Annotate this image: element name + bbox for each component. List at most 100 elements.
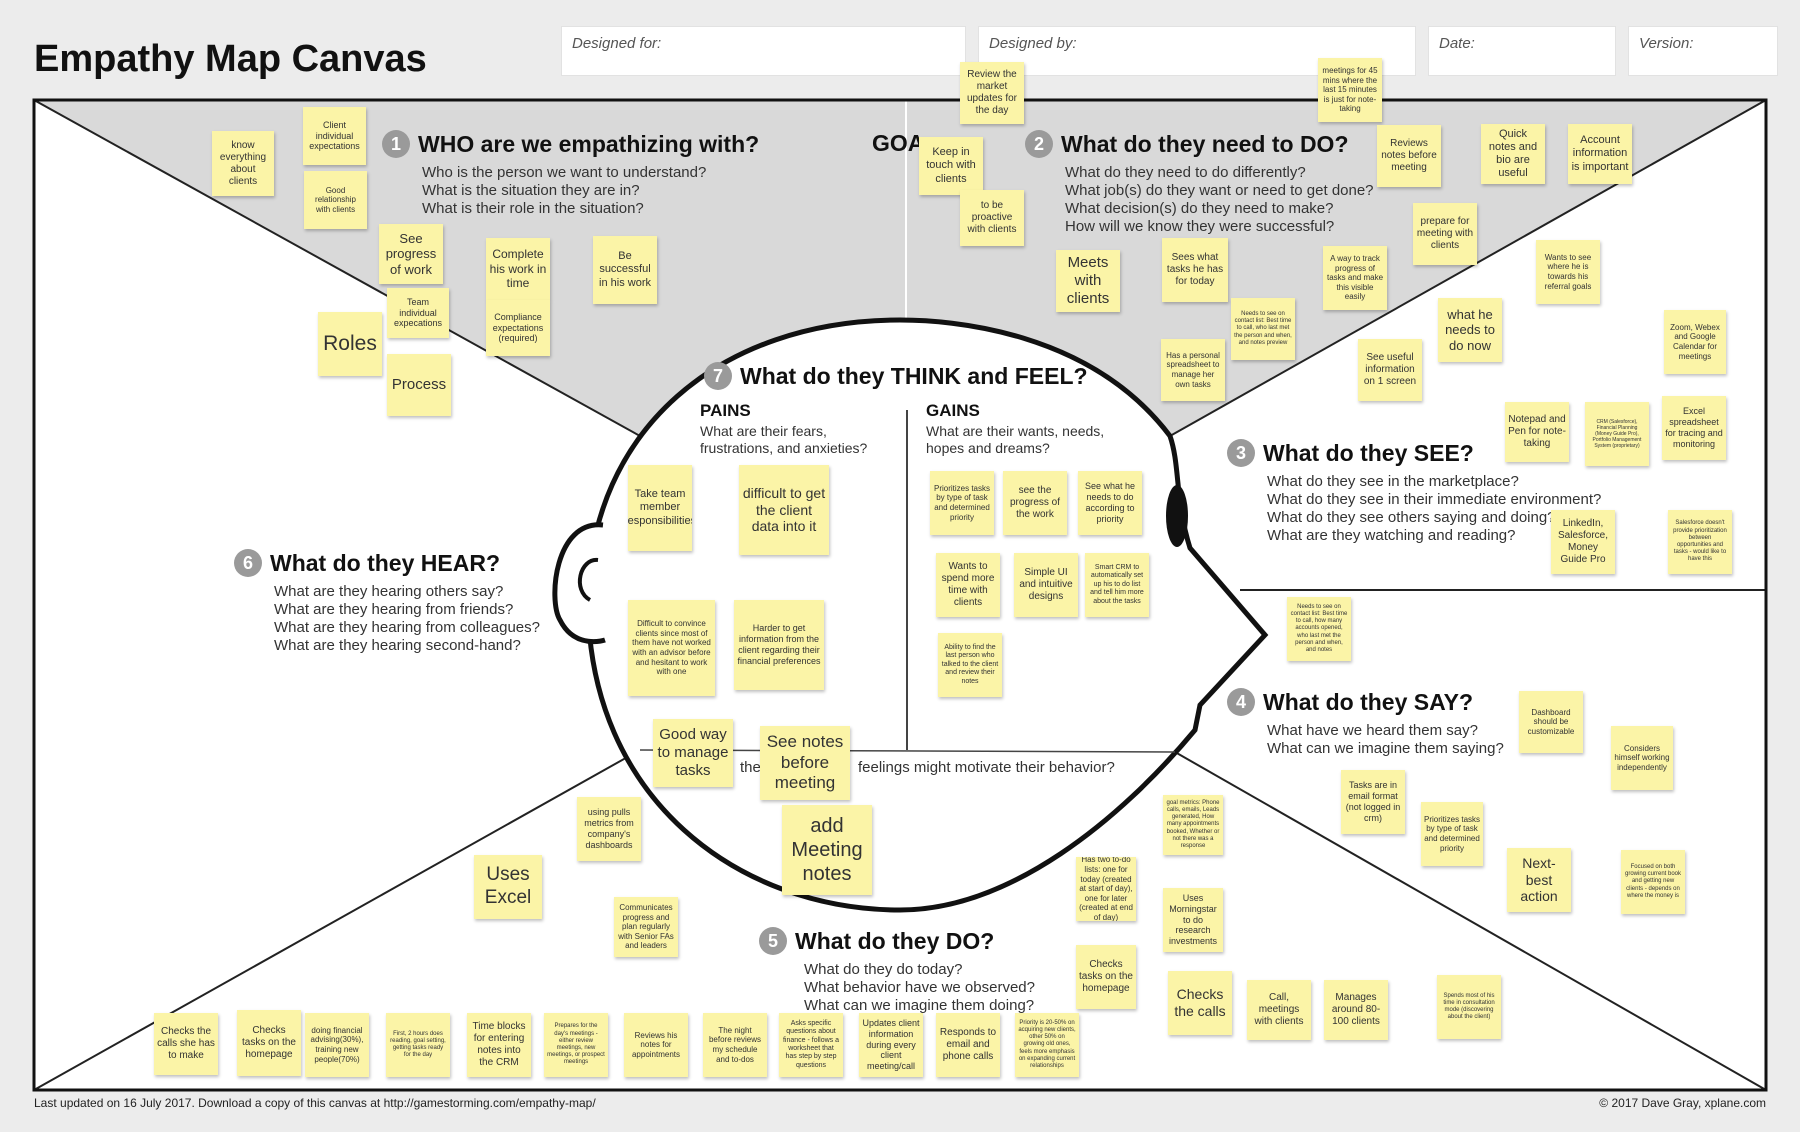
sticky-note[interactable]: Needs to see on contact list: Best time …	[1231, 298, 1295, 360]
sticky-note[interactable]: Checks the calls she has to make	[154, 1013, 218, 1075]
sticky-note[interactable]: difficult to get the client data into it	[739, 465, 829, 555]
sticky-note[interactable]: Focused on both growing current book and…	[1621, 850, 1685, 914]
sticky-note[interactable]: Keep in touch with clients	[919, 137, 983, 195]
sticky-note[interactable]: Quick notes and bio are useful	[1481, 124, 1545, 184]
sticky-note[interactable]: doing financial advising(30%), training …	[305, 1013, 369, 1077]
section-question: What do they do today?	[804, 961, 963, 978]
sticky-note[interactable]: Spends most of his time in consultation …	[1437, 975, 1501, 1039]
sticky-note[interactable]: Needs to see on contact list: Best time …	[1287, 597, 1351, 661]
section-question: What is their role in the situation?	[422, 200, 644, 217]
top-region-shading	[34, 100, 1766, 436]
sticky-note[interactable]: Smart CRM to automatically set up his to…	[1085, 553, 1149, 617]
section-number: 5	[759, 927, 787, 955]
sticky-note[interactable]: what he needs to do now	[1438, 298, 1502, 362]
gains-title: GAINS	[926, 401, 980, 420]
section-question: What can we imagine them saying?	[1267, 740, 1504, 757]
sticky-note[interactable]: See what he needs to do according to pri…	[1078, 471, 1142, 535]
footer-credit-right: © 2017 Dave Gray, xplane.com	[1599, 1096, 1766, 1110]
sticky-note[interactable]: Tasks are in email format (not logged in…	[1341, 770, 1405, 834]
sticky-note[interactable]: Sees what tasks he has for today	[1162, 238, 1228, 302]
section-question: What decision(s) do they need to make?	[1065, 200, 1334, 217]
sticky-note[interactable]: See progress of work	[379, 224, 443, 284]
section-question: How will we know they were successful?	[1065, 218, 1335, 235]
sticky-note[interactable]: Manages around 80-100 clients	[1324, 980, 1388, 1040]
sticky-note[interactable]: Updates client information during every …	[859, 1013, 923, 1077]
sticky-note[interactable]: Checks tasks on the homepage	[1076, 945, 1136, 1009]
sticky-note[interactable]: prepare for meeting with clients	[1413, 203, 1477, 265]
sticky-note[interactable]: Checks tasks on the homepage	[237, 1010, 301, 1076]
sticky-note[interactable]: Compliance expectations (required)	[486, 300, 550, 356]
sticky-note[interactable]: Reviews his notes for appointments	[624, 1013, 688, 1077]
sticky-note[interactable]: Be successful in his work	[593, 236, 657, 304]
eye	[1166, 485, 1188, 547]
sticky-note[interactable]: Uses Morningstar to do research investme…	[1163, 888, 1223, 952]
sticky-note[interactable]: Take team member responsibilities	[628, 465, 692, 551]
sticky-note[interactable]: Client individual expectations	[303, 107, 366, 165]
sticky-note[interactable]: Dashboard should be customizable	[1519, 691, 1583, 753]
sticky-note[interactable]: Difficult to convince clients since most…	[628, 600, 715, 696]
section-question: What are they watching and reading?	[1267, 527, 1516, 544]
sticky-note[interactable]: Salesforce doesn't provide prioritizatio…	[1668, 510, 1732, 574]
sticky-note[interactable]: Prepares for the day's meetings - either…	[544, 1013, 608, 1077]
sticky-note[interactable]: Process	[387, 354, 451, 416]
sticky-note[interactable]: Communicates progress and plan regularly…	[614, 897, 678, 957]
sticky-note[interactable]: Prioritizes tasks by type of task and de…	[930, 471, 994, 535]
sticky-note[interactable]: add Meeting notes	[782, 805, 872, 895]
sticky-note[interactable]: LinkedIn, Salesforce, Money Guide Pro	[1551, 510, 1615, 574]
sticky-note[interactable]: Time blocks for entering notes into the …	[467, 1013, 531, 1077]
sticky-note[interactable]: Ability to find the last person who talk…	[938, 633, 1002, 697]
sticky-note[interactable]: Complete his work in time	[486, 238, 550, 300]
sticky-note[interactable]: Roles	[318, 312, 382, 376]
sticky-note[interactable]: goal metrics: Phone calls, emails, Leads…	[1163, 795, 1223, 855]
sticky-note[interactable]: Team individual expecations	[387, 288, 449, 338]
sticky-note[interactable]: Good way to manage tasks	[653, 719, 733, 787]
designed-for-field[interactable]: Designed for:	[561, 26, 966, 76]
version-field[interactable]: Version:	[1628, 26, 1778, 76]
sticky-note[interactable]: Next-best action	[1507, 848, 1571, 912]
sticky-note[interactable]: Considers himself working independently	[1611, 726, 1673, 790]
sticky-note[interactable]: See useful information on 1 screen	[1358, 339, 1422, 401]
sticky-note[interactable]: meetings for 45 mins where the last 15 m…	[1318, 58, 1382, 122]
page-title: Empathy Map Canvas	[34, 38, 427, 80]
sticky-note[interactable]: know everything about clients	[212, 131, 274, 196]
sticky-note[interactable]: CRM (Salesforce), Financial Planning (Mo…	[1585, 402, 1649, 466]
section-question: What have we heard them say?	[1267, 722, 1478, 739]
sticky-note[interactable]: to be proactive with clients	[960, 190, 1024, 246]
sticky-note[interactable]: Harder to get information from the clien…	[734, 600, 824, 690]
sticky-note[interactable]: Excel spreadsheet for tracing and monito…	[1662, 396, 1726, 460]
sticky-note[interactable]: using pulls metrics from company's dashb…	[577, 797, 641, 861]
diagonal-top-right	[1169, 99, 1767, 437]
sticky-note[interactable]: Prioritizes tasks by type of task and de…	[1421, 802, 1483, 866]
sticky-note[interactable]: Uses Excel	[474, 855, 542, 919]
sticky-note[interactable]: Simple UI and intuitive designs	[1014, 553, 1078, 617]
sticky-note[interactable]: Wants to spend more time with clients	[936, 553, 1000, 617]
sticky-note[interactable]: See notes before meeting	[760, 726, 850, 800]
sticky-note[interactable]: First, 2 hours does reading, goal settin…	[386, 1013, 450, 1077]
sticky-note[interactable]: Good relationship with clients	[304, 171, 367, 229]
diagonal-bottom-left	[33, 749, 641, 1091]
sticky-note[interactable]: Checks the calls	[1168, 971, 1232, 1035]
sticky-note[interactable]: Review the market updates for the day	[960, 62, 1024, 124]
sticky-note[interactable]: Responds to email and phone calls	[936, 1013, 1000, 1077]
sticky-note[interactable]: Asks specific questions about finance - …	[779, 1013, 843, 1077]
sticky-note[interactable]: Has a personal spreadsheet to manage her…	[1161, 339, 1225, 401]
sticky-note[interactable]: Wants to see where he is towards his ref…	[1536, 240, 1600, 304]
sticky-note[interactable]: Call, meetings with clients	[1247, 980, 1311, 1040]
section-title: What do they SAY?	[1263, 688, 1473, 715]
section-number: 7	[704, 362, 732, 390]
sticky-note[interactable]: Zoom, Webex and Google Calendar for meet…	[1664, 310, 1726, 374]
sticky-note[interactable]: The night before reviews my schedule and…	[703, 1013, 767, 1077]
sticky-note[interactable]: A way to track progress of tasks and mak…	[1323, 246, 1387, 310]
date-field[interactable]: Date:	[1428, 26, 1616, 76]
sticky-note[interactable]: Reviews notes before meeting	[1377, 125, 1441, 187]
sticky-note[interactable]: Meets with clients	[1056, 250, 1120, 312]
sticky-note[interactable]: see the progress of the work	[1003, 471, 1067, 535]
sticky-note[interactable]: Has two to-do lists: one for today (crea…	[1076, 857, 1136, 921]
sticky-note[interactable]: Notepad and Pen for note-taking	[1505, 402, 1569, 462]
sticky-note[interactable]: Priority is 20-50% on acquiring new clie…	[1015, 1013, 1079, 1077]
sticky-note[interactable]: Account information is important	[1568, 124, 1632, 184]
